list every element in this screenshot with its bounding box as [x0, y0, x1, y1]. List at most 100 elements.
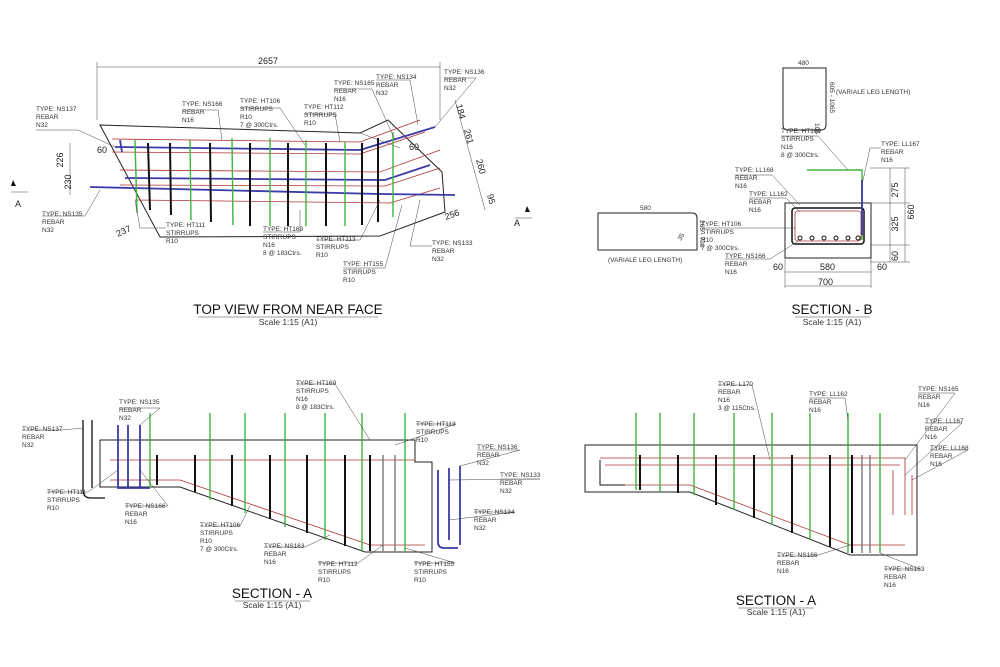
dim-260: 260	[474, 158, 488, 175]
label-ns136: TYPE: NS136 REBAR N32	[444, 69, 486, 92]
svg-text:105: 105	[813, 123, 820, 134]
svg-text:A: A	[15, 199, 21, 209]
svg-text:60: 60	[890, 251, 900, 261]
top-view-black-stirrups	[147, 138, 379, 226]
section-a-right-title: SECTION - A	[736, 593, 816, 608]
label-ht169: TYPE: HT169 STIRRUPS N16 8 @ 183Ctrs.	[296, 380, 338, 411]
section-a-left-labels: TYPE: NS137 REBAR N32 TYPE: NS135 REBAR …	[22, 380, 542, 584]
label-ht106: TYPE: HT106 STIRRUPS R10 7 @ 300Ctrs.	[200, 522, 242, 553]
section-b-leaders	[701, 135, 881, 260]
section-b-bars	[797, 235, 861, 241]
section-a-left-green-stirrups	[149, 413, 406, 551]
svg-text:A: A	[514, 218, 520, 228]
label-ns163: TYPE: NS163 REBAR N16	[884, 566, 926, 589]
label-ht112: TYPE: HT112 STIRRUPS R10	[318, 561, 359, 584]
svg-text:660: 660	[906, 204, 916, 219]
top-view-title: TOP VIEW FROM NEAR FACE	[193, 302, 382, 317]
section-a-left-outline	[99, 439, 433, 553]
svg-text:700: 700	[818, 277, 833, 287]
top-view: 2657	[11, 56, 532, 327]
label-ht106: TYPE: HT106 STIRRUPS R10 7 @ 300Ctrs.	[240, 98, 282, 129]
label-ht111: TYPE: HT111 STIRRUPS R10	[166, 222, 207, 245]
svg-text:(VARIALE LEG LENGTH): (VARIALE LEG LENGTH)	[608, 257, 682, 264]
label-ns165: TYPE: NS165 REBAR N16	[918, 386, 960, 409]
section-b-outline	[784, 202, 872, 259]
top-view-scale: Scale 1:15 (A1)	[259, 317, 318, 327]
section-b-labels: TYPE: HT169 STIRRUPS N16 8 @ 300Ctrs. TY…	[701, 128, 921, 276]
svg-text:265 - 730: 265 - 730	[698, 220, 705, 248]
label-ns134: TYPE: NS134 REBAR N32	[376, 74, 418, 97]
label-ht112: TYPE: HT112 STIRRUPS R10	[304, 104, 345, 127]
top-view-red-rebars	[111, 119, 441, 204]
svg-text:(VARIALE LEG LENGTH): (VARIALE LEG LENGTH)	[836, 89, 910, 96]
label-ht155: TYPE: HT155 STIRRUPS R10	[343, 261, 385, 284]
dim-230: 230	[63, 174, 73, 189]
section-a-left-leaders	[22, 383, 541, 564]
section-a-left-grey-stirrups	[382, 455, 396, 551]
label-ns166: TYPE: NS166 REBAR N16	[125, 503, 167, 526]
section-a-right-scale: Scale 1:15 (A1)	[747, 607, 806, 617]
svg-text:60: 60	[877, 262, 887, 272]
label-ll168: TYPE: LL168 REBAR N16	[735, 167, 775, 190]
section-a-left-black-stirrups	[156, 455, 371, 551]
label-ll162: TYPE: LL162 REBAR N16	[749, 191, 789, 214]
label-ns137: TYPE: NS137 REBAR N32	[36, 106, 78, 129]
label-ns135: TYPE: NS135 REBAR N32	[119, 399, 161, 422]
label-l170: TYPE: L170 REBAR N16 3 @ 115Ctrs.	[718, 381, 756, 412]
label-ns134: TYPE: NS134 REBAR N32	[474, 509, 516, 532]
label-ht113: TYPE: HT113 STIRRUPS R10	[316, 236, 357, 259]
section-a-right-grey-stirrups	[861, 455, 913, 553]
dim-256: 256	[443, 207, 461, 222]
label-ht169: TYPE: HT169 STIRRUPS N16 8 @ 183Ctrs.	[263, 226, 305, 257]
section-a-right-outline	[584, 444, 918, 556]
top-view-blue-rebars	[89, 126, 456, 196]
top-view-green-stirrups	[134, 132, 394, 226]
dim-184: 184	[454, 103, 468, 120]
dim-2657: 2657	[258, 56, 278, 66]
section-b: 480 605 - 1065 105 (VARIALE LEG LENGTH) …	[597, 60, 921, 327]
label-ht169: TYPE: HT169 STIRRUPS N16 8 @ 300Ctrs.	[781, 128, 823, 159]
svg-text:580: 580	[640, 205, 651, 212]
section-a-right-green-stirrups	[635, 413, 881, 553]
top-view-labels: TYPE: NS137 REBAR N32 TYPE: NS166 REBAR …	[36, 69, 486, 284]
label-ns166: TYPE: NS166 REBAR N16	[725, 253, 767, 276]
label-ns163: TYPE: NS163 REBAR N16	[264, 543, 306, 566]
svg-text:325: 325	[890, 216, 900, 231]
label-ns166: TYPE: NS166 REBAR N16	[777, 552, 819, 575]
label-ns135: TYPE: NS135 REBAR N32	[42, 211, 84, 234]
label-ll167: TYPE: LL167 REBAR N16	[881, 141, 921, 164]
label-ns136: TYPE: NS136 REBAR N32	[477, 444, 519, 467]
label-ht106: TYPE: HT106 STIRRUPS R10 7 @ 300Ctrs.	[701, 221, 743, 252]
section-a-left-blue-bars	[117, 425, 461, 549]
label-ht111: TYPE: HT111 STIRRUPS R10	[47, 489, 88, 512]
dim-95: 95	[485, 193, 497, 205]
svg-text:60: 60	[773, 262, 783, 272]
section-a-left-title: SECTION - A	[232, 586, 312, 601]
label-ll167: TYPE: LL167 REBAR N16	[925, 418, 965, 441]
label-ns165: TYPE: NS165 REBAR N16	[334, 80, 376, 103]
top-view-outline	[99, 119, 446, 238]
svg-text:605 - 1065: 605 - 1065	[828, 82, 835, 113]
dim-left-60: 60	[97, 145, 107, 155]
svg-text:580: 580	[820, 262, 835, 272]
label-ht113: TYPE: HT113 STIRRUPS R10	[416, 421, 457, 444]
section-b-detail-top: 480 605 - 1065 105 (VARIALE LEG LENGTH)	[782, 60, 910, 134]
section-a-left: TYPE: NS137 REBAR N32 TYPE: NS135 REBAR …	[22, 380, 542, 610]
svg-text:35: 35	[677, 232, 687, 242]
svg-text:480: 480	[798, 60, 809, 67]
section-a-right-labels: TYPE: L170 REBAR N16 3 @ 115Ctrs. TYPE: …	[718, 381, 970, 589]
label-ns133: TYPE: NS133 REBAR N32	[432, 240, 474, 263]
section-a-right: TYPE: L170 REBAR N16 3 @ 115Ctrs. TYPE: …	[584, 381, 970, 617]
section-a-right-black-stirrups	[639, 455, 853, 553]
section-b-title: SECTION - B	[791, 302, 872, 317]
label-ns133: TYPE: NS133 REBAR N32	[500, 472, 542, 495]
dim-237: 237	[115, 223, 133, 238]
svg-text:275: 275	[890, 182, 900, 197]
label-ll162: TYPE: LL162 REBAR N16	[809, 391, 849, 414]
section-a-left-scale: Scale 1:15 (A1)	[243, 600, 302, 610]
dim-right-60: 60	[409, 142, 419, 152]
label-ll168: TYPE: LL168 REBAR N16	[930, 445, 970, 468]
section-b-detail-left: 580 265 - 730 35 (VARIALE LEG LENGTH)	[597, 205, 705, 264]
section-mark-left: A	[11, 180, 28, 209]
